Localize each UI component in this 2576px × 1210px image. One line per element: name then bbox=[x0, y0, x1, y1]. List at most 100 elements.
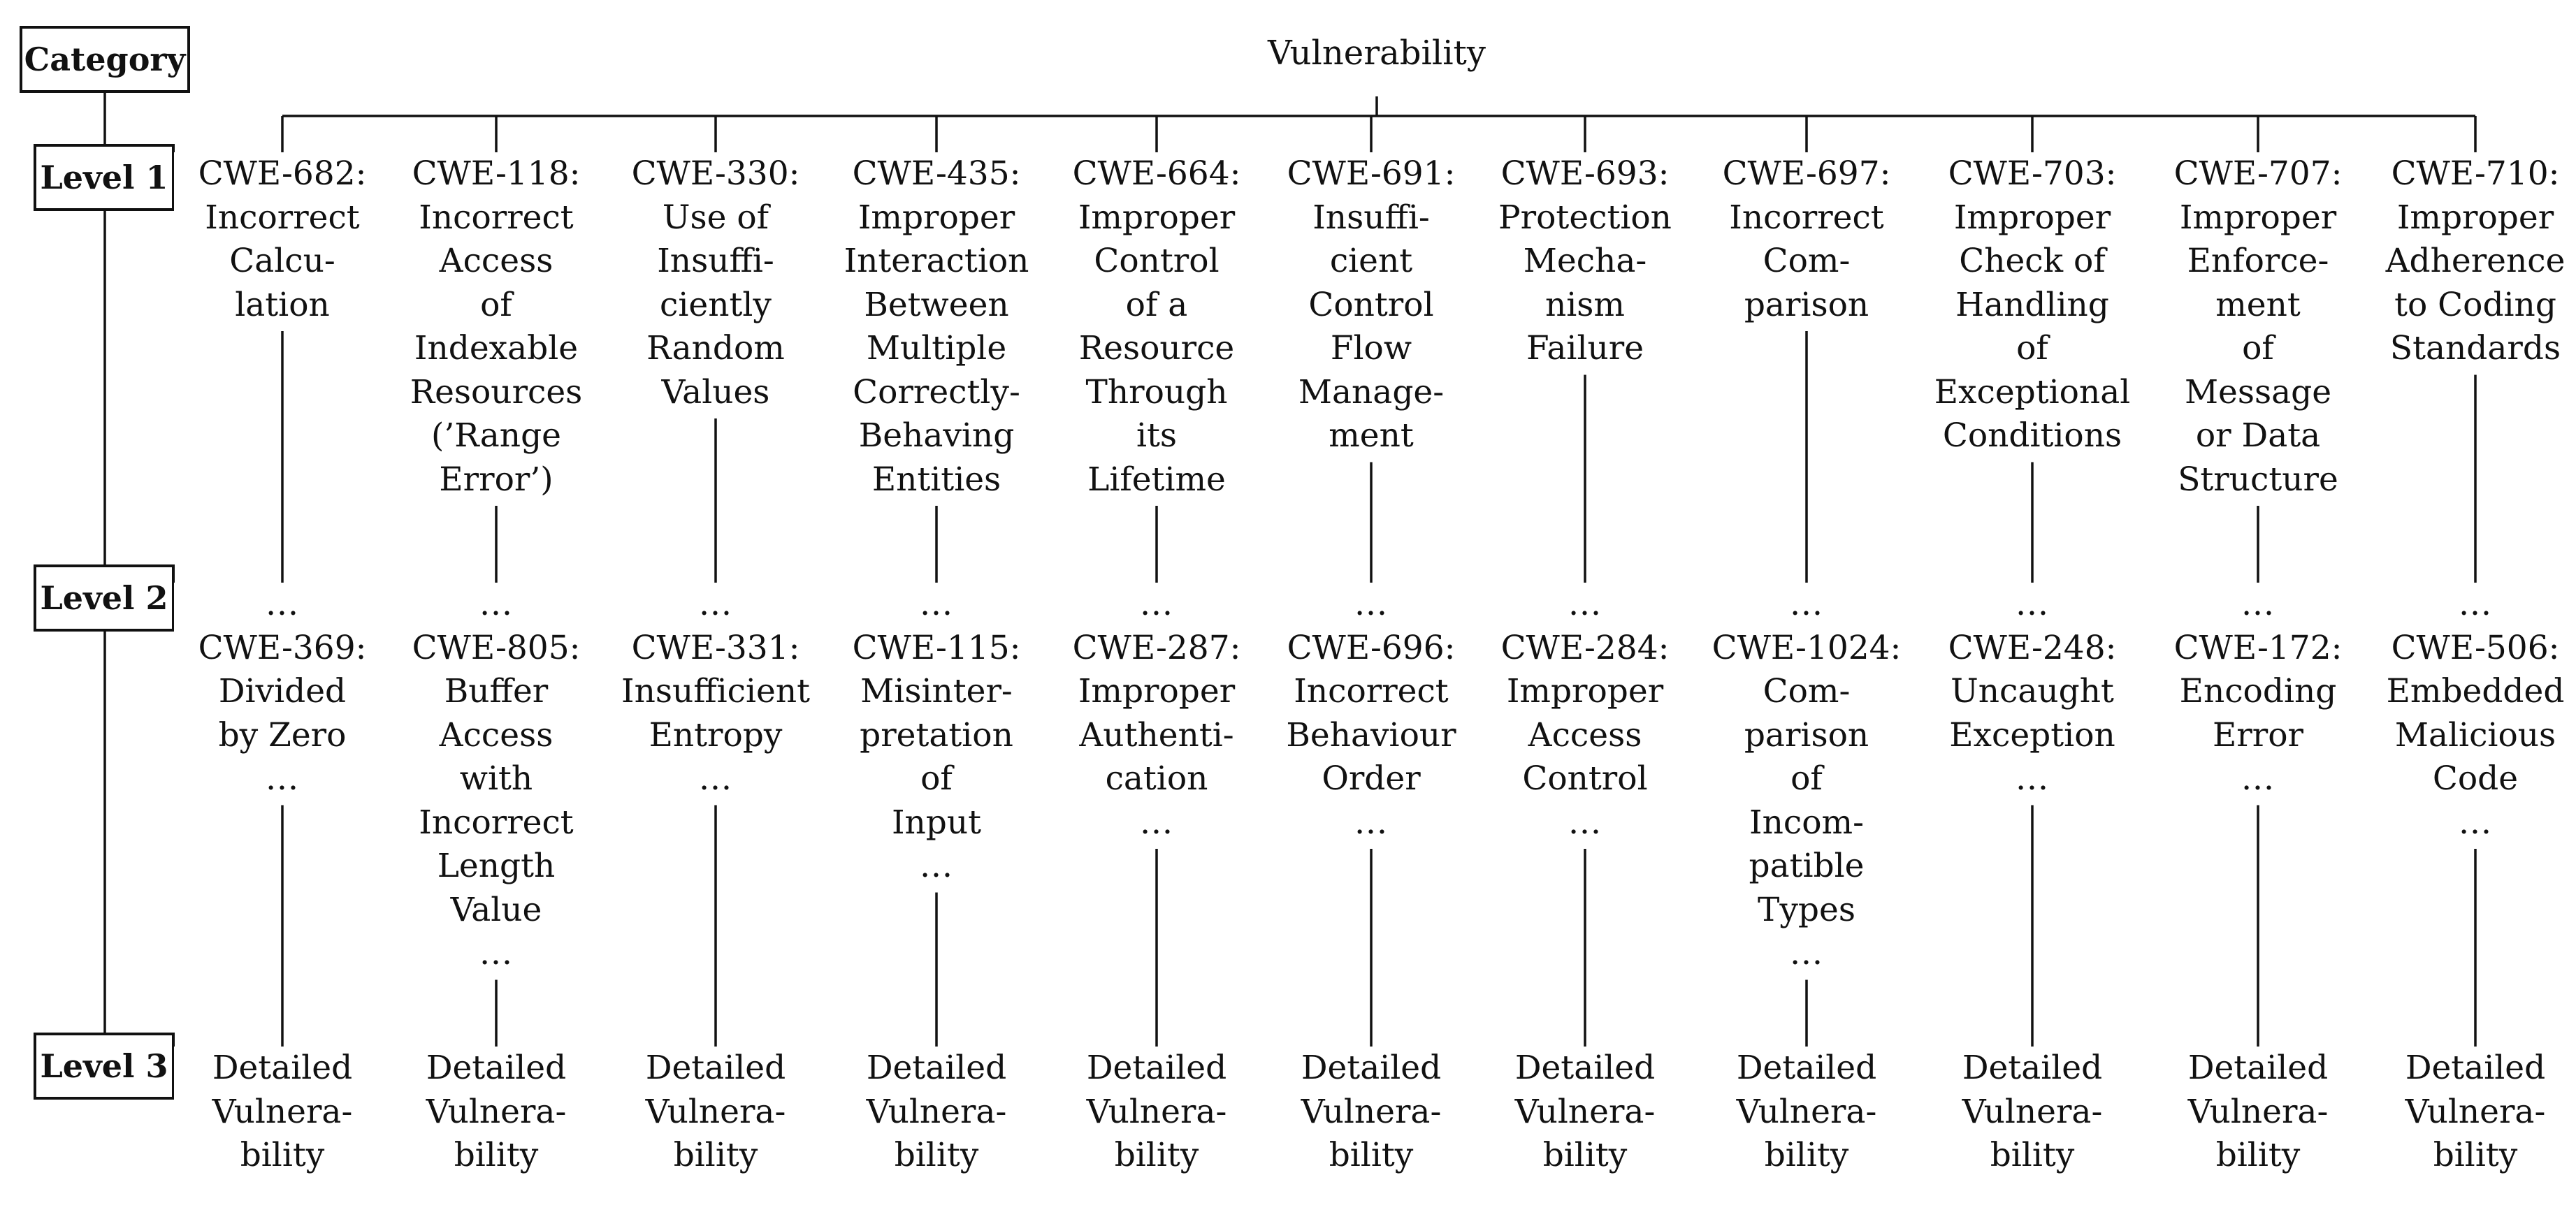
l1-text-line: Com- bbox=[1763, 242, 1851, 280]
l1-text-line: Failure bbox=[1526, 329, 1644, 367]
l1-text-line: Lifetime bbox=[1087, 460, 1226, 499]
l2-text-line: pretation bbox=[860, 715, 1013, 755]
l1-text-line: Control bbox=[1308, 285, 1434, 324]
l3-text-line: bility bbox=[1329, 1136, 1414, 1174]
l1-text-line: its bbox=[1136, 416, 1178, 455]
l2-text-line: of bbox=[1790, 759, 1823, 798]
l2-text-line: Behaviour bbox=[1286, 715, 1456, 755]
ellipsis-text: ... bbox=[920, 585, 953, 623]
l1-text-line: to Coding bbox=[2394, 285, 2556, 324]
ellipsis-text: ... bbox=[2241, 759, 2275, 798]
category-header-box: Category bbox=[20, 26, 190, 93]
l1-text-line: CWE-710: bbox=[2391, 154, 2560, 193]
l1-text-line: CWE-682: bbox=[198, 154, 367, 193]
l1-text-line: Flow bbox=[1330, 329, 1412, 367]
l1-text-line: Improper bbox=[858, 198, 1015, 237]
level-2-box: Level 2 bbox=[34, 564, 175, 632]
l3-text-line: Vulnera- bbox=[1086, 1092, 1227, 1131]
ellipsis-text: ... bbox=[2459, 585, 2492, 623]
l3-text-line: Detailed bbox=[2405, 1049, 2546, 1087]
l3-text-line: Detailed bbox=[866, 1049, 1007, 1087]
l2-text-line: Value bbox=[450, 890, 542, 929]
l2-text-line: Error bbox=[2212, 715, 2303, 755]
l2-text-line: Access bbox=[439, 715, 553, 755]
level-2-label: Level 2 bbox=[40, 579, 168, 617]
l2-text-line: CWE-331: bbox=[631, 628, 800, 667]
l1-text-line: Manage- bbox=[1298, 372, 1445, 411]
l3-text-line: Detailed bbox=[645, 1049, 786, 1087]
ellipsis-text: ... bbox=[1140, 585, 1173, 623]
l2-text-line: Order bbox=[1322, 759, 1421, 798]
l3-text-line: Detailed bbox=[426, 1049, 567, 1087]
l2-text-line: CWE-1024: bbox=[1712, 628, 1902, 667]
l1-text-line: Improper bbox=[1953, 198, 2111, 237]
l1-text-line: of bbox=[2016, 329, 2048, 367]
ellipsis-text: ... bbox=[2016, 759, 2049, 798]
l2-text-line: Incorrect bbox=[419, 803, 574, 842]
l3-text-line: Vulnera- bbox=[212, 1092, 353, 1131]
l2-text-line: Buffer bbox=[444, 672, 549, 710]
l1-text-line: Random bbox=[646, 329, 785, 367]
l1-text-line: Improper bbox=[2396, 198, 2554, 237]
ellipsis-text: ... bbox=[1790, 934, 1823, 972]
l2-text-line: with bbox=[459, 759, 533, 798]
l1-text-line: (’Range bbox=[431, 416, 561, 455]
l3-text-line: Vulnera- bbox=[866, 1092, 1007, 1131]
l2-text-line: CWE-284: bbox=[1500, 628, 1670, 667]
l1-text-line: Conditions bbox=[1942, 416, 2122, 455]
l3-text-line: Vulnera- bbox=[2187, 1092, 2329, 1131]
l1-text-line: Control bbox=[1094, 242, 1220, 280]
l2-text-line: of bbox=[920, 759, 953, 798]
l3-text-line: Vulnera- bbox=[2405, 1092, 2546, 1131]
l1-text-line: Insuffi- bbox=[1312, 198, 1430, 237]
l3-text-line: Vulnera- bbox=[1736, 1092, 1877, 1131]
l1-text-line: Handling bbox=[1955, 285, 2109, 324]
l3-text-line: Vulnera- bbox=[1514, 1092, 1656, 1131]
l1-text-line: Values bbox=[661, 372, 770, 411]
l1-text-line: Use of bbox=[662, 198, 769, 237]
l1-text-line: or Data bbox=[2195, 416, 2321, 455]
l2-text-line: Com- bbox=[1763, 672, 1851, 710]
l2-text-line: CWE-369: bbox=[198, 628, 367, 667]
l1-text-line: Correctly- bbox=[853, 372, 1020, 411]
ellipsis-text: ... bbox=[266, 759, 299, 798]
l1-text-line: of bbox=[480, 285, 512, 324]
l1-text-line: CWE-691: bbox=[1287, 154, 1456, 193]
l2-text-line: Improper bbox=[1078, 672, 1236, 710]
l1-text-line: Calcu- bbox=[229, 242, 335, 280]
l1-text-line: Incorrect bbox=[205, 198, 360, 237]
l3-text-line: bility bbox=[894, 1136, 979, 1174]
ellipsis-text: ... bbox=[2241, 585, 2275, 623]
l2-text-line: Types bbox=[1758, 890, 1855, 929]
l1-text-line: Improper bbox=[2179, 198, 2337, 237]
ellipsis-text: ... bbox=[266, 585, 299, 623]
l1-text-line: Incorrect bbox=[1729, 198, 1884, 237]
ellipsis-text: ... bbox=[1790, 585, 1823, 623]
l2-text-line: Entropy bbox=[649, 715, 783, 755]
l1-text-line: Indexable bbox=[414, 329, 579, 367]
l1-text-line: Between bbox=[864, 285, 1009, 324]
l2-text-line: Embedded bbox=[2386, 672, 2565, 710]
l1-text-line: Behaving bbox=[858, 416, 1015, 455]
l1-text-line: of bbox=[2242, 329, 2274, 367]
l2-text-line: CWE-805: bbox=[412, 628, 581, 667]
l3-text-line: bility bbox=[2433, 1136, 2518, 1174]
